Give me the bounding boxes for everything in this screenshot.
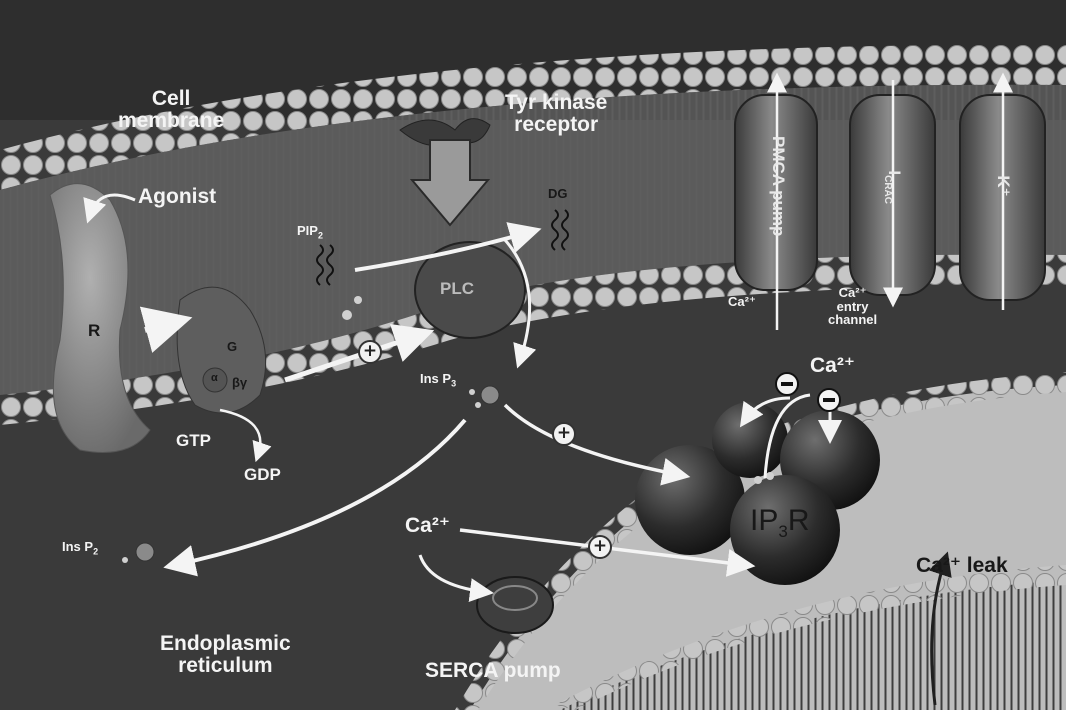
- beta-gamma-label: βγ: [232, 376, 247, 390]
- ip3r-label: IP3R: [750, 505, 810, 541]
- er-label-line-2: reticulum: [160, 655, 291, 677]
- insp3-label-text: Ins P: [420, 371, 451, 386]
- k-plus-label: K⁺: [993, 166, 1013, 206]
- pip2-label: PIP2: [297, 224, 323, 241]
- g-protein-label: G: [227, 340, 237, 354]
- ca-leak-label: Ca²⁺ leak: [916, 555, 1008, 577]
- membrane-dot-1: [342, 310, 352, 320]
- insp2-dot: [136, 543, 154, 561]
- pip2-label-sub: 2: [318, 231, 323, 241]
- dg-label: DG: [548, 187, 568, 201]
- insp3-label: Ins P3: [420, 372, 456, 389]
- ca-entry-label: Ca²⁺ entry channel: [828, 286, 877, 327]
- agonist-label: Agonist: [138, 186, 216, 208]
- er-label: Endoplasmic reticulum: [160, 633, 291, 677]
- insp3-dot: [481, 386, 499, 404]
- ip3r-label-text: IP: [750, 504, 778, 537]
- insp2-label-text: Ins P: [62, 539, 93, 554]
- plus-sign-insp3-ip3r: +: [552, 422, 576, 446]
- alpha-label: α: [211, 373, 218, 385]
- ca-dot-ip3r-2: [766, 472, 774, 480]
- icrac-label: ICRAC: [882, 152, 904, 222]
- insp2-dot-small: [122, 557, 128, 563]
- insp3-dot-small-1: [469, 389, 475, 395]
- ca-entry-label-line-2: entry: [828, 300, 877, 314]
- membrane-dot-2: [354, 296, 362, 304]
- icrac-label-sub: CRAC: [882, 175, 893, 204]
- insp3-label-sub: 3: [451, 379, 456, 389]
- ca-er-label: Ca²⁺: [405, 515, 450, 537]
- plus-sign-ca-ip3r: +: [588, 535, 612, 559]
- ca-dot-ip3r-1: [754, 476, 762, 484]
- insp3-dot-small-2: [475, 402, 481, 408]
- pmca-pump-label: PMCA pump: [768, 136, 788, 236]
- ca-cyto-label: Ca²⁺: [810, 355, 855, 377]
- plus-sign-g-plc: +: [358, 340, 382, 364]
- tyr-kinase-label: Tyr kinase receptor: [505, 92, 607, 136]
- serca-label: SERCA pump: [425, 660, 561, 682]
- cell-membrane-label-line-2: membrane: [118, 110, 224, 132]
- ip3r-label-end: R: [788, 504, 810, 537]
- plc-label: PLC: [440, 280, 474, 298]
- gdp-label: GDP: [244, 466, 281, 484]
- er-label-line-1: Endoplasmic: [160, 633, 291, 655]
- tyr-kinase-label-line-2: receptor: [505, 114, 607, 136]
- pip2-label-text: PIP: [297, 223, 318, 238]
- ca-entry-label-line-1: Ca²⁺: [828, 286, 877, 300]
- minus-sign-1: [775, 372, 799, 396]
- receptor-r-label: R: [88, 322, 100, 340]
- insp2-label: Ins P2: [62, 540, 98, 557]
- cell-membrane-label: Cell membrane: [118, 88, 224, 132]
- tyr-kinase-label-line-1: Tyr kinase: [505, 92, 607, 114]
- gtp-label: GTP: [176, 432, 211, 450]
- ca-entry-label-line-3: channel: [828, 313, 877, 327]
- minus-sign-2: [817, 388, 841, 412]
- insp2-label-sub: 2: [93, 547, 98, 557]
- ca-pmca-label: Ca²⁺: [728, 295, 756, 309]
- cell-membrane-label-line-1: Cell: [118, 88, 224, 110]
- ip3r-label-sub: 3: [778, 522, 787, 541]
